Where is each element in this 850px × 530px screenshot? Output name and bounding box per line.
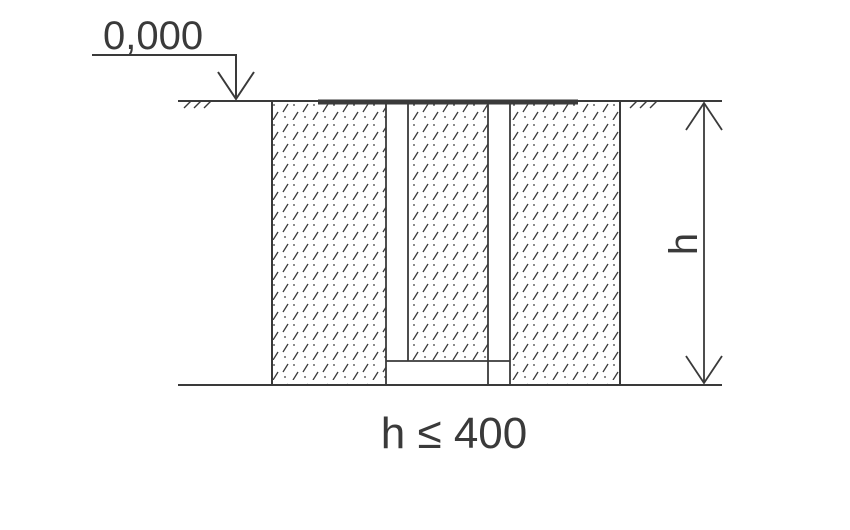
- level-mark-arrow: [217, 71, 255, 101]
- concrete-center-fill: [408, 101, 488, 361]
- concrete-right-fill: [510, 101, 620, 385]
- dimension-label: h: [662, 233, 706, 255]
- level-mark-leader: [92, 54, 237, 99]
- ground-hatch-left: [183, 100, 212, 109]
- ground-hatch-right: [629, 100, 658, 109]
- concrete-left-fill: [272, 101, 386, 385]
- level-mark-label: 0,000: [103, 14, 203, 58]
- caption-text: h ≤ 400: [381, 409, 527, 458]
- dimension-arrow-top: [685, 101, 723, 131]
- dimension-arrow-bottom: [685, 355, 723, 385]
